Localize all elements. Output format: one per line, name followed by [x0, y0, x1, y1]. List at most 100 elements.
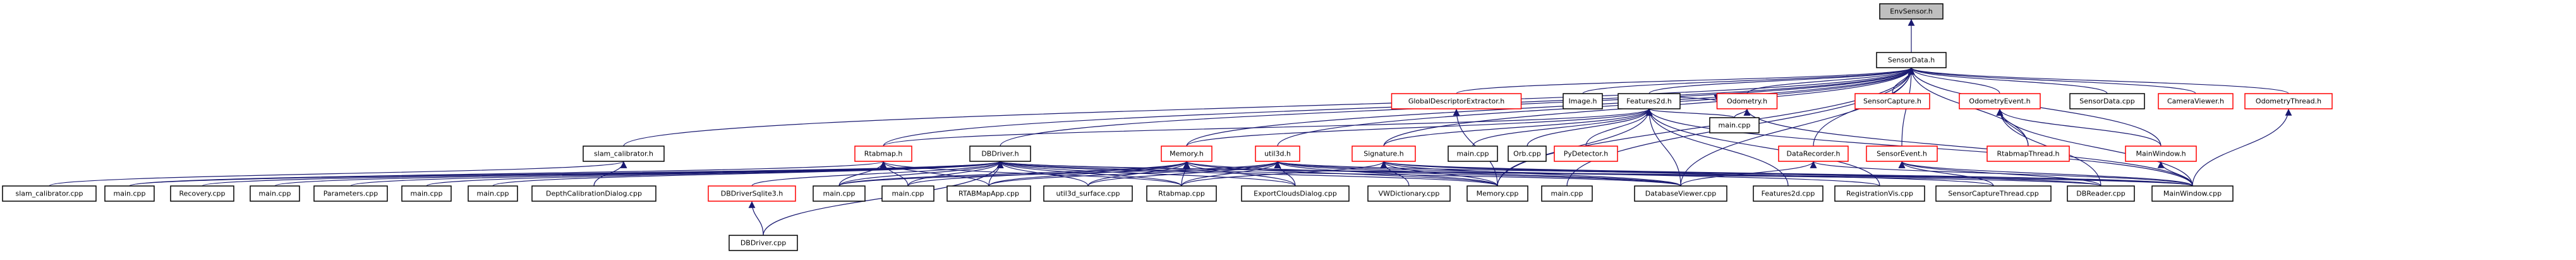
node-label: Odometry.h [1727, 97, 1767, 106]
node-memory-h[interactable]: Memory.h [1161, 145, 1212, 162]
node-main-cpp[interactable]: main.cpp [881, 185, 934, 202]
node-globaldescriptorextractor-h[interactable]: GlobalDescriptorExtractor.h [1391, 93, 1522, 109]
edge-rtabmapapp_cpp-to-util3d_h [988, 161, 1281, 187]
node-label: main.cpp [114, 190, 146, 198]
edge-memory_cpp-to-dbdriver_h [997, 161, 1498, 187]
node-features2d-cpp[interactable]: Features2d.cpp [1753, 185, 1823, 202]
edge-image_h-to-sensordata_h [1582, 67, 1915, 94]
node-rtabmap-cpp[interactable]: Rtabmap.cpp [1146, 185, 1217, 202]
node-box [1753, 185, 1823, 202]
node-dbdriversqlite3-h[interactable]: DBDriverSqlite3.h [708, 185, 796, 202]
node-main-cpp[interactable]: main.cpp [813, 185, 866, 202]
node-label: SensorCapture.h [1863, 97, 1921, 106]
node-box [854, 145, 912, 162]
node-sensordata-cpp[interactable]: SensorData.cpp [2069, 93, 2145, 109]
node-dbdriver-cpp[interactable]: DBDriver.cpp [729, 235, 798, 251]
edge-databaseviewer_cpp-to-signature_h [1380, 161, 1681, 187]
node-main-cpp[interactable]: main.cpp [250, 185, 300, 202]
edge-main_cpp_g-to-dbdriver_h [838, 161, 1004, 187]
edge-exportclouds_cpp-to-dbdriver_h [996, 161, 1296, 187]
node-label: Memory.cpp [1477, 190, 1519, 198]
edge-mainwindow_cpp-to-mainwindow_h [2157, 161, 2193, 187]
node-sensorevent-h[interactable]: SensorEvent.h [1866, 145, 1938, 162]
edge-odometrythread_h-to-sensordata_h [1908, 67, 2289, 94]
node-label: Recovery.cpp [179, 190, 226, 198]
edge-memory_cpp-to-memory_h [1183, 161, 1498, 187]
node-box [2067, 185, 2135, 202]
node-rtabmapthread-h[interactable]: RtabmapThread.h [1986, 145, 2070, 162]
node-main-cpp[interactable]: main.cpp [468, 185, 518, 202]
node-box [1466, 185, 1528, 202]
node-features2d-h[interactable]: Features2d.h [1618, 93, 1681, 109]
edge-slamcal_cpp-to-slamcal_h [49, 161, 627, 187]
node-label: util3d_surface.cpp [1056, 190, 1120, 198]
edge-rtabmap_cpp-to-signature_h [1181, 161, 1388, 187]
node-mainwindow-h[interactable]: MainWindow.h [2125, 145, 2197, 162]
edge-dbreader_cpp-to-dbdriver_h [997, 161, 2101, 187]
node-box [1959, 93, 2041, 109]
edge-main_cpp_g-to-util3d_h [838, 161, 1281, 187]
node-dbdriver-h[interactable]: DBDriver.h [969, 145, 1031, 162]
edge-main_cpp_b-to-odometry_h [1734, 108, 1751, 118]
node-main-cpp[interactable]: main.cpp [1709, 117, 1760, 133]
node-label: RtabmapThread.h [1997, 150, 2059, 158]
node-mainwindow-cpp[interactable]: MainWindow.cpp [2151, 185, 2234, 202]
edge-signature_h-to-features2d_h [1383, 108, 1653, 147]
node-databaseviewer-cpp[interactable]: DatabaseViewer.cpp [1634, 185, 1727, 202]
edge-memory_h-to-sensordata_h [1186, 67, 1915, 147]
node-main-cpp[interactable]: main.cpp [1541, 185, 1593, 202]
node-dbreader-cpp[interactable]: DBReader.cpp [2067, 185, 2135, 202]
node-box [1554, 145, 1618, 162]
edge-mainwindow_cpp-to-signature_h [1381, 161, 2193, 187]
node-sensorcapturethread-cpp[interactable]: SensorCaptureThread.cpp [1935, 185, 2052, 202]
node-registrationvis-cpp[interactable]: RegistrationVis.cpp [1834, 185, 1925, 202]
node-box [2244, 93, 2333, 109]
node-parameters-cpp[interactable]: Parameters.cpp [313, 185, 388, 202]
edge-rtabmapapp_cpp-to-rtabmap_h [880, 161, 989, 187]
node-depthcalibrationdialog-cpp[interactable]: DepthCalibrationDialog.cpp [531, 185, 656, 202]
node-util3d-h[interactable]: util3d.h [1255, 145, 1300, 162]
node-datarecorder-h[interactable]: DataRecorder.h [1778, 145, 1849, 162]
edge-registrationvis_cpp-to-features2d_h [1645, 108, 1880, 187]
node-label: CameraViewer.h [2167, 97, 2224, 106]
node-memory-cpp[interactable]: Memory.cpp [1466, 185, 1528, 202]
node-label: main.cpp [259, 190, 291, 198]
edge-registrationvis_cpp-to-util3d_h [1274, 161, 1880, 187]
node-orb-cpp[interactable]: Orb.cpp [1508, 145, 1547, 162]
edge-exportclouds_cpp-to-memory_h [1183, 161, 1296, 187]
edge-rtabmapapp_cpp-to-memory_h [988, 161, 1190, 187]
node-sensordata-h[interactable]: SensorData.h [1876, 52, 1947, 68]
node-odometrythread-h[interactable]: OdometryThread.h [2244, 93, 2333, 109]
node-image-h[interactable]: Image.h [1563, 93, 1603, 109]
node-rtabmapapp-cpp[interactable]: RTABMapApp.cpp [946, 185, 1031, 202]
edge-databaseviewer_cpp-to-datarecorder_h [1680, 161, 1817, 187]
node-exportcloudsdialog-cpp[interactable]: ExportCloudsDialog.cpp [1241, 185, 1350, 202]
node-rtabmap-h[interactable]: Rtabmap.h [854, 145, 912, 162]
node-slam-calibrator-h[interactable]: slam_calibrator.h [583, 145, 665, 162]
node-box [1508, 145, 1547, 162]
node-util3d-surface-cpp[interactable]: util3d_surface.cpp [1043, 185, 1133, 202]
node-box [104, 185, 155, 202]
edge-dbdriversqlite3_h-to-dbdriver_h [751, 161, 1004, 187]
node-box [1351, 145, 1416, 162]
node-odometryevent-h[interactable]: OdometryEvent.h [1959, 93, 2041, 109]
node-pydetector-h[interactable]: PyDetector.h [1554, 145, 1618, 162]
node-slam-calibrator-cpp[interactable]: slam_calibrator.cpp [2, 185, 97, 202]
node-signature-h[interactable]: Signature.h [1351, 145, 1416, 162]
edge-dbdriver_cpp-to-dbdriversqlite3_h [748, 201, 764, 236]
edge-databaseviewer_cpp-to-sensordata_h [1680, 67, 1915, 187]
node-odometry-h[interactable]: Odometry.h [1716, 93, 1778, 109]
node-label: slam_calibrator.h [594, 150, 653, 158]
node-sensorcapture-h[interactable]: SensorCapture.h [1854, 93, 1930, 109]
edge-mainwindow_cpp-to-odometrythread_h [2192, 108, 2292, 187]
node-label: Rtabmap.cpp [1158, 190, 1205, 198]
node-recovery-cpp[interactable]: Recovery.cpp [170, 185, 234, 202]
node-vwdictionary-cpp[interactable]: VWDictionary.cpp [1367, 185, 1451, 202]
node-main-cpp[interactable]: main.cpp [1448, 145, 1498, 162]
node-label: Features2d.h [1626, 97, 1672, 106]
edge-databaseviewer_cpp-to-util3d_h [1274, 161, 1681, 187]
node-label: DBDriverSqlite3.h [721, 190, 783, 198]
node-main-cpp[interactable]: main.cpp [401, 185, 452, 202]
node-cameraviewer-h[interactable]: CameraViewer.h [2158, 93, 2234, 109]
node-main-cpp[interactable]: main.cpp [104, 185, 155, 202]
